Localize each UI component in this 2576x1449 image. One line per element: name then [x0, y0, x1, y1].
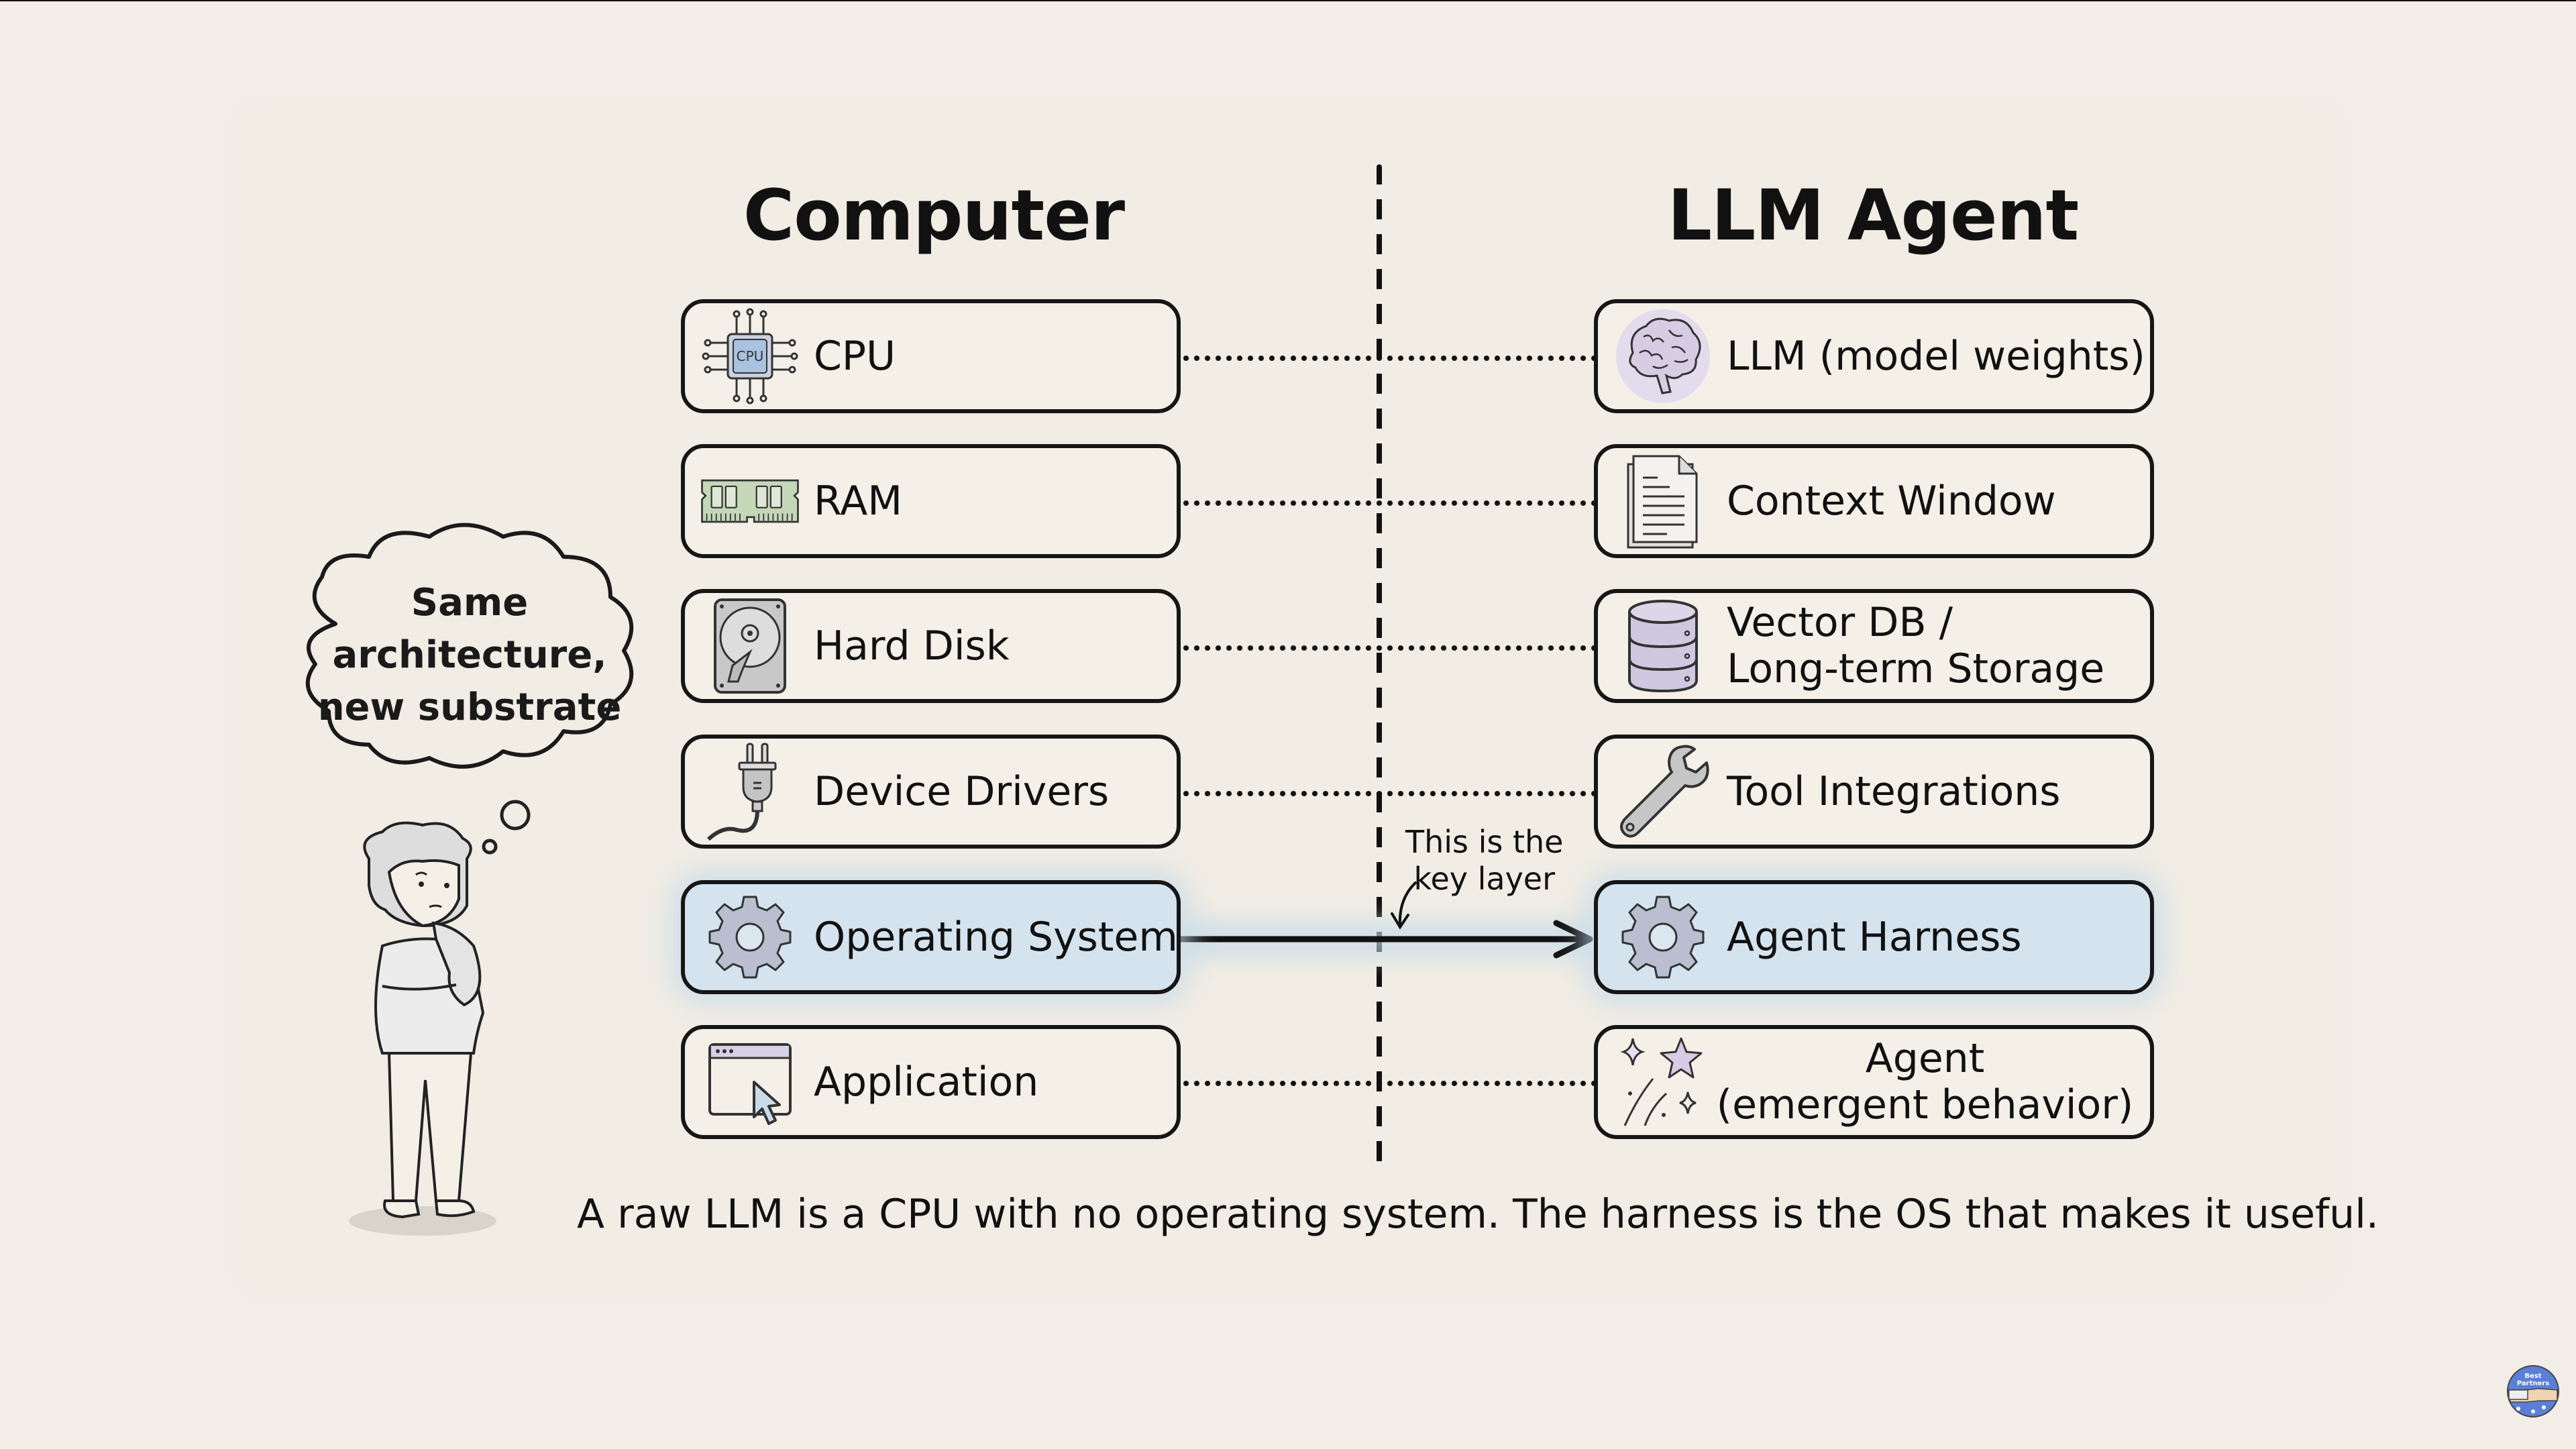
thought-line-2: architecture,: [332, 633, 607, 677]
computer-column-title: Computer: [743, 174, 1125, 256]
component-ram[interactable]: RAM: [681, 444, 1181, 558]
document-icon: [1613, 451, 1713, 551]
component-label: Operating System: [814, 913, 1178, 961]
component-application[interactable]: Application: [681, 1025, 1181, 1139]
connector-row-2: [1181, 500, 1594, 506]
component-label-line-2: (emergent behavior): [1716, 1081, 2134, 1128]
annotation-line-1: This is the: [1405, 824, 1564, 860]
gear-icon: [700, 887, 800, 987]
component-label: CPU: [814, 332, 896, 380]
ram-module-icon: [700, 451, 800, 551]
logo-line-1: Best: [2524, 1373, 2541, 1380]
component-vector-db[interactable]: Vector DB / Long-term Storage: [1594, 589, 2154, 703]
component-agent-harness[interactable]: Agent Harness: [1594, 880, 2154, 994]
component-context-window[interactable]: Context Window: [1594, 444, 2154, 558]
plug-icon: [700, 741, 800, 842]
component-label: Application: [814, 1058, 1039, 1106]
component-label: LLM (model weights): [1727, 332, 2145, 380]
component-label: Hard Disk: [814, 622, 1010, 669]
best-partners-logo[interactable]: Best Partners: [2506, 1364, 2560, 1418]
sparkles-icon: [1613, 1032, 1713, 1132]
thought-line-1: Same: [411, 581, 529, 625]
component-hard-disk[interactable]: Hard Disk: [681, 589, 1181, 703]
component-label: Agent Harness: [1727, 913, 2022, 961]
database-icon: [1613, 596, 1713, 696]
connector-row-6: [1181, 1081, 1594, 1086]
component-device-drivers[interactable]: Device Drivers: [681, 735, 1181, 849]
thinking-person-illustration: [349, 800, 531, 1236]
connector-row-4: [1181, 791, 1594, 796]
thought-line-3: new substrate: [317, 686, 622, 729]
component-tool-integrations[interactable]: Tool Integrations: [1594, 735, 2154, 849]
component-label: RAM: [814, 477, 903, 525]
llm-agent-column-title: LLM Agent: [1667, 174, 2079, 256]
annotation-line-2: key layer: [1413, 861, 1556, 898]
wrench-icon: [1613, 741, 1713, 842]
connector-row-1: [1181, 356, 1594, 361]
connector-row-3: [1181, 645, 1594, 651]
component-label: Device Drivers: [814, 767, 1110, 815]
app-window-cursor-icon: [700, 1032, 800, 1132]
cpu-chip-icon: CPU: [700, 306, 800, 407]
svg-text:CPU: CPU: [737, 348, 764, 364]
gear-icon: [1613, 887, 1713, 987]
top-border: [0, 0, 2576, 1]
diagram-caption: A raw LLM is a CPU with no operating sys…: [577, 1191, 2379, 1238]
annotation-arrow-icon: [1391, 881, 1417, 930]
component-label-line-1: Agent: [1865, 1035, 1985, 1082]
component-agent-emergent[interactable]: Agent (emergent behavior): [1594, 1025, 2154, 1139]
thought-bubble: [305, 523, 634, 769]
thought-bubble-text: Same architecture, new substrate: [295, 577, 644, 734]
key-layer-arrow: [1181, 920, 1593, 959]
hard-disk-icon: [700, 596, 800, 696]
brain-icon: [1613, 306, 1713, 407]
center-dashed-divider: [1377, 164, 1382, 1164]
logo-line-2: Partners: [2517, 1380, 2549, 1387]
key-layer-annotation: This is the key layer: [1405, 824, 1563, 898]
component-label: Context Window: [1727, 477, 2056, 525]
component-cpu[interactable]: CPU CPU: [681, 299, 1181, 413]
component-label-line-1: Vector DB /: [1727, 599, 1953, 646]
component-label: Agent (emergent behavior): [1713, 1036, 2137, 1128]
component-operating-system[interactable]: Operating System: [681, 880, 1181, 994]
component-label: Tool Integrations: [1727, 767, 2061, 815]
component-label-line-2: Long-term Storage: [1727, 645, 2105, 692]
component-label: Vector DB / Long-term Storage: [1727, 600, 2104, 692]
component-llm-model-weights[interactable]: LLM (model weights): [1594, 299, 2154, 413]
